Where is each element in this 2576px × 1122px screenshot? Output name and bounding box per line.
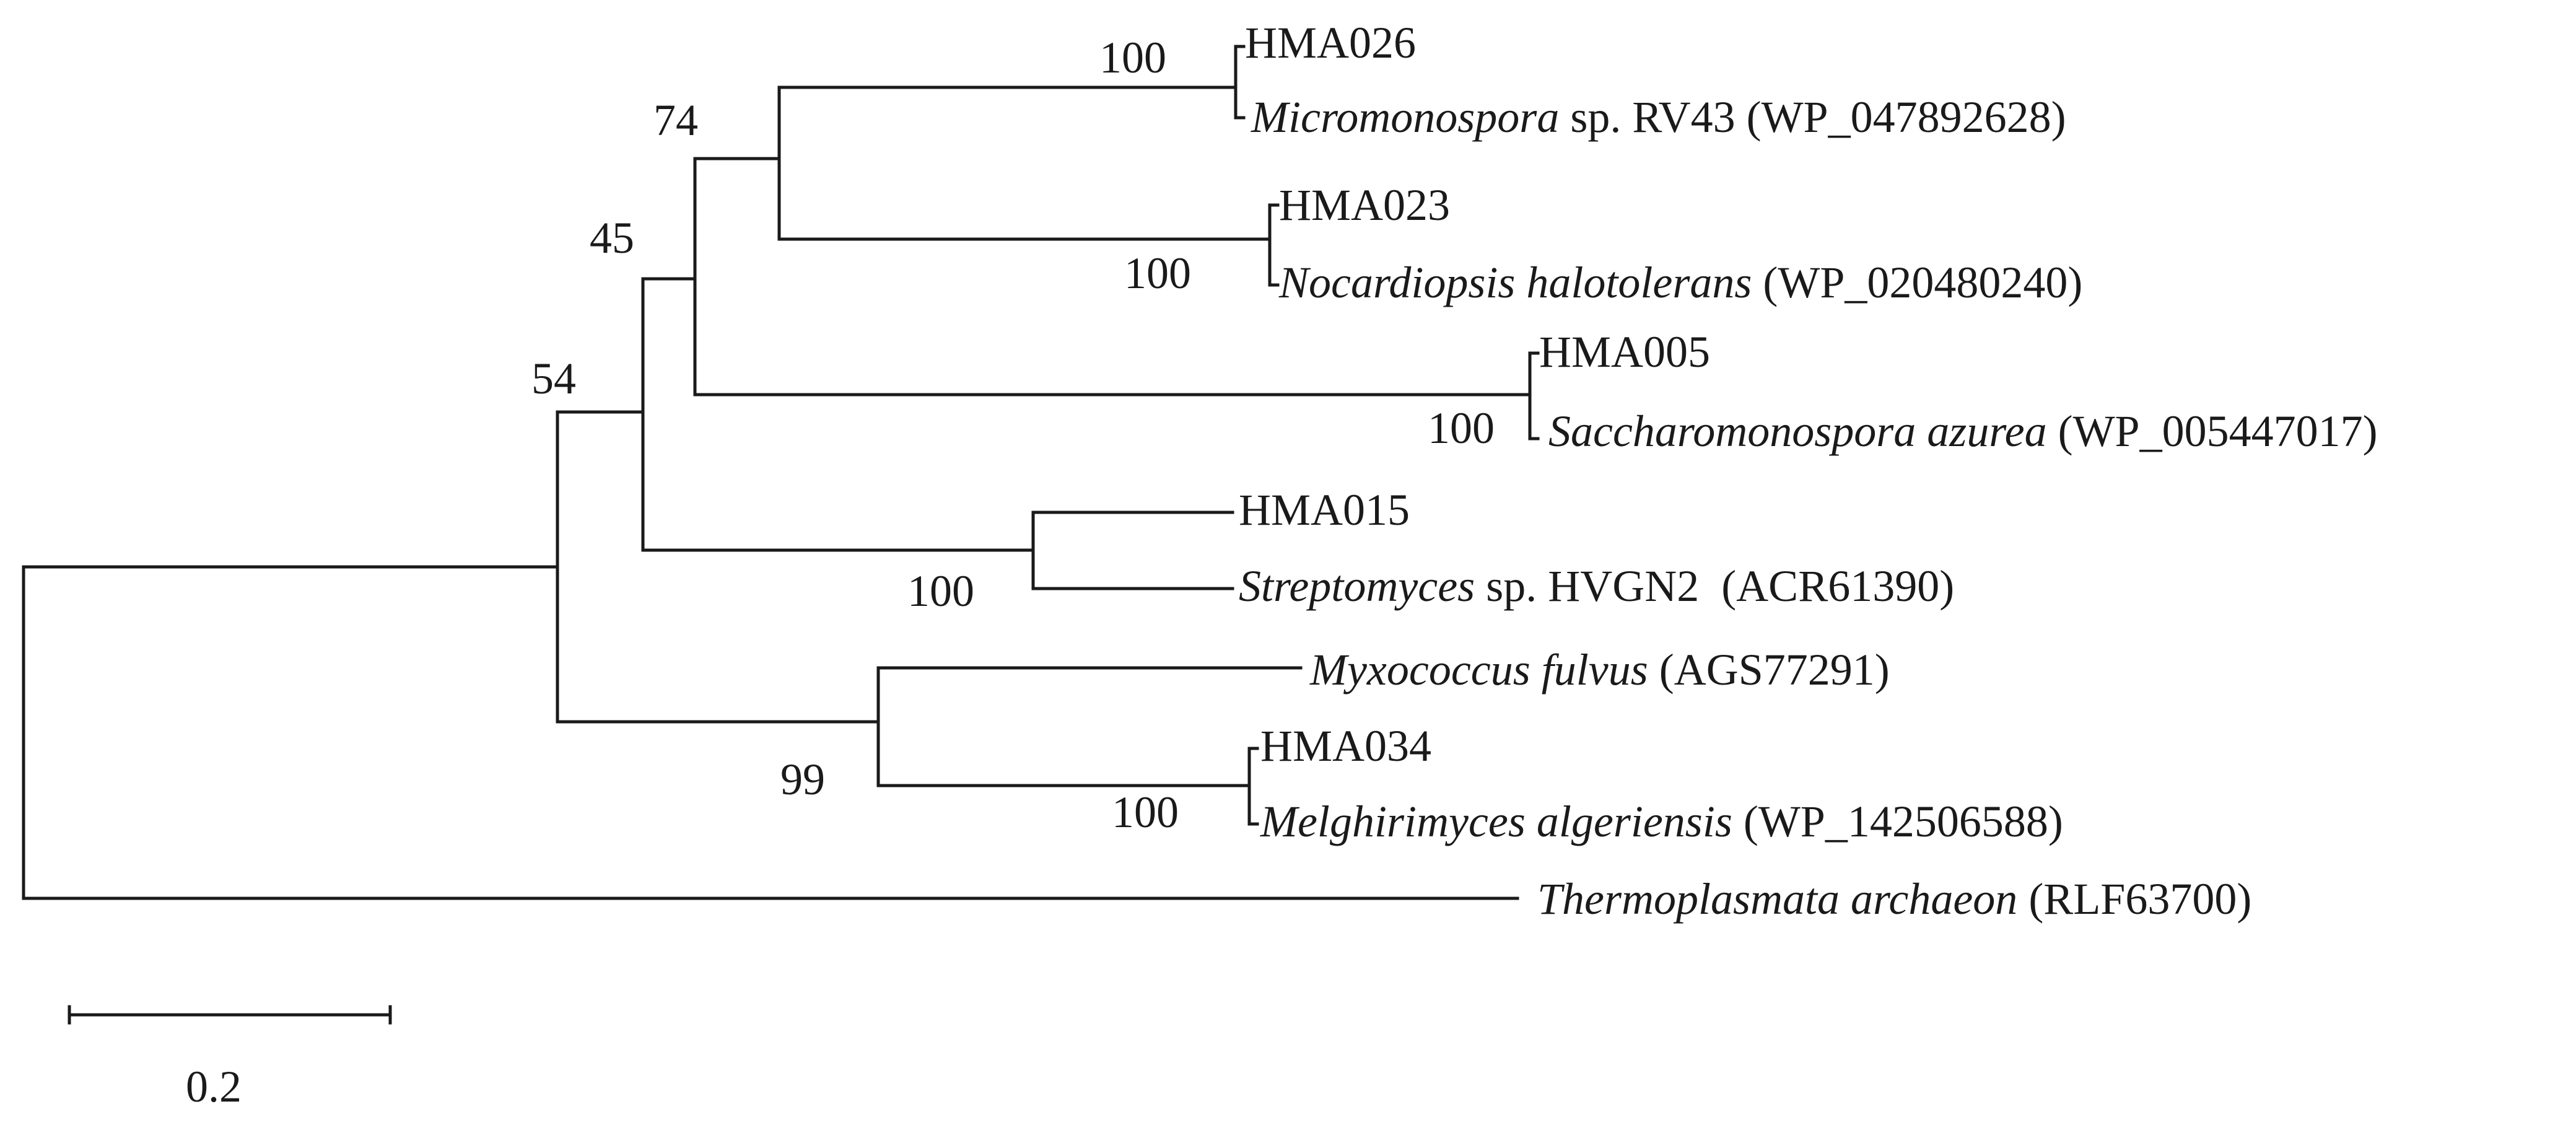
- taxon-name: Nocardiopsis halotolerans: [1278, 258, 1752, 307]
- taxon-accession: HMA005: [1539, 327, 1710, 377]
- leaf-label: Nocardiopsis halotolerans (WP_020480240): [1278, 258, 2082, 307]
- taxon-name: Saccharomonospora azurea: [1548, 406, 2047, 456]
- taxon-accession: HMA034: [1260, 721, 1431, 771]
- bootstrap-value: 100: [1112, 787, 1179, 837]
- taxon-name: Streptomyces: [1239, 561, 1475, 611]
- bootstrap-value: 100: [1428, 403, 1495, 453]
- leaf-label: HMA023: [1279, 180, 1450, 230]
- bootstrap-value: 54: [531, 354, 576, 403]
- leaf-label: HMA034: [1260, 721, 1431, 771]
- scale-bar-label: 0.2: [186, 1062, 242, 1111]
- leaf-label: HMA026: [1245, 18, 1416, 68]
- taxon-accession: (WP_020480240): [1752, 258, 2082, 307]
- taxon-accession: (RLF63700): [2017, 874, 2251, 924]
- bootstrap-value: 74: [653, 95, 698, 145]
- bootstrap-value: 100: [1124, 248, 1191, 298]
- leaf-label: Thermoplasmata archaeon (RLF63700): [1537, 874, 2251, 924]
- leaf-label: Saccharomonospora azurea (WP_005447017): [1548, 406, 2378, 456]
- taxon-accession: HMA026: [1245, 18, 1416, 68]
- taxon-accession: sp. HVGN2 (ACR61390): [1475, 561, 1954, 611]
- bootstrap-value: 100: [907, 566, 974, 616]
- taxon-accession: sp. RV43 (WP_047892628): [1559, 92, 2066, 142]
- leaf-label: Melghirimyces algeriensis (WP_142506588): [1260, 797, 2063, 846]
- bootstrap-value: 100: [1099, 33, 1166, 82]
- taxon-name: Melghirimyces algeriensis: [1260, 797, 1732, 846]
- taxon-accession: HMA023: [1279, 180, 1450, 230]
- taxon-accession: (WP_142506588): [1732, 797, 2063, 846]
- leaf-label: HMA005: [1539, 327, 1710, 377]
- taxon-accession: (AGS77291): [1648, 645, 1890, 695]
- leaf-label: HMA015: [1239, 485, 1410, 535]
- taxon-accession: HMA015: [1239, 485, 1410, 535]
- taxon-name: Micromonospora: [1251, 92, 1559, 142]
- leaf-label: Micromonospora sp. RV43 (WP_047892628): [1251, 92, 2066, 142]
- taxon-name: Thermoplasmata archaeon: [1537, 874, 2017, 924]
- bootstrap-value: 45: [590, 213, 634, 263]
- taxon-accession: (WP_005447017): [2047, 406, 2378, 456]
- bootstrap-value: 99: [780, 755, 825, 804]
- taxon-name: Myxococcus fulvus: [1309, 645, 1648, 695]
- leaf-label: Myxococcus fulvus (AGS77291): [1309, 645, 1890, 695]
- leaf-label: Streptomyces sp. HVGN2 (ACR61390): [1239, 561, 1954, 611]
